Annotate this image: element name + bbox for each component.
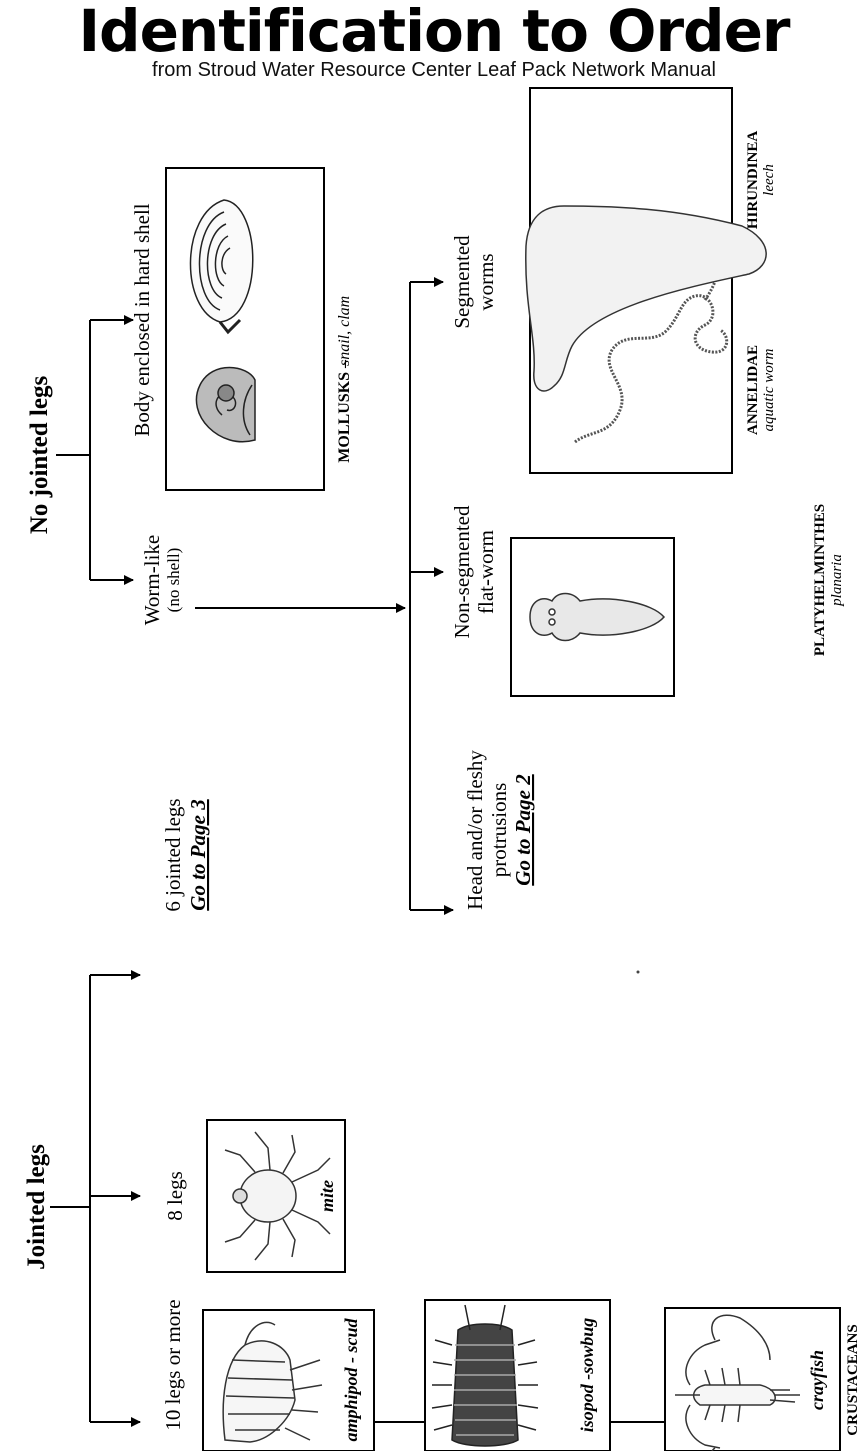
- annelidae-name: ANNELIDAE: [745, 345, 761, 435]
- amphipod-label: amphipod - scud: [341, 1317, 361, 1441]
- head-protrusions-line1: Head and/or fleshy: [463, 750, 487, 910]
- isopod-label: isopod -sowbug: [577, 1318, 597, 1433]
- leech-illustration: [526, 206, 766, 391]
- jointed-legs-heading: Jointed legs: [23, 1144, 50, 1270]
- segmented-label-line2: worms: [474, 253, 498, 310]
- mollusks-common: snail, clam: [336, 296, 353, 366]
- crustaceans-label: CRUSTACEANS: [845, 1324, 861, 1435]
- crayfish-illustration: [675, 1315, 800, 1451]
- isopod-illustration: [432, 1305, 538, 1446]
- go-to-page-3-link[interactable]: Go to Page 3: [186, 799, 210, 910]
- hirudinea-name: HIRUNDINEA: [745, 131, 761, 230]
- mite-label: mite: [317, 1180, 337, 1212]
- hirudinea-common: leech: [761, 164, 777, 196]
- clam-illustration: [190, 200, 252, 332]
- nonsegmented-label-line1: Non-segmented: [450, 505, 474, 638]
- no-shell-label: (no shell): [164, 548, 183, 613]
- mollusks-name: MOLLUSKS –: [336, 359, 353, 463]
- mite-illustration: [225, 1132, 330, 1260]
- segmented-label-line1: Segmented: [450, 235, 474, 329]
- go-to-page-2-link[interactable]: Go to Page 2: [511, 774, 535, 886]
- crayfish-label: crayfish: [807, 1350, 827, 1410]
- stray-dot: [637, 971, 640, 974]
- no-jointed-legs-heading: No jointed legs: [26, 376, 53, 535]
- head-protrusions-line2: protrusions: [487, 783, 511, 878]
- planaria-illustration: [530, 594, 664, 641]
- no-jointed-legs-connectors: [56, 282, 453, 910]
- organism-boxes: [166, 88, 840, 1451]
- platyhelminthes-common: planaria: [829, 554, 845, 607]
- nonsegmented-label-line2: flat-worm: [474, 530, 498, 614]
- six-legs-label: 6 jointed legs: [161, 798, 185, 911]
- amphipod-illustration: [223, 1322, 322, 1442]
- platyhelminthes-name: PLATYHELMINTHES: [812, 504, 828, 656]
- ten-legs-label: 10 legs or more: [161, 1299, 185, 1430]
- annelidae-common: aquatic worm: [761, 348, 777, 431]
- snail-illustration: [196, 368, 255, 442]
- worm-like-label: Worm-like: [140, 535, 164, 625]
- body-enclosed-label: Body enclosed in hard shell: [130, 203, 154, 436]
- eight-legs-label: 8 legs: [163, 1171, 187, 1221]
